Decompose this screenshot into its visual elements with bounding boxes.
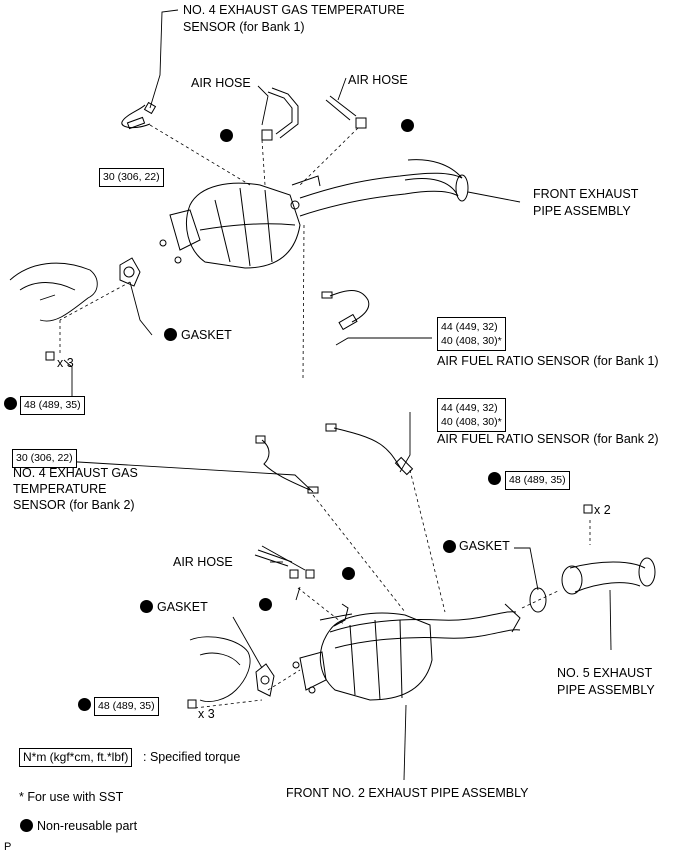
non-reusable-dot-gasket-2 bbox=[443, 540, 456, 553]
no4-sensor-bank2-label-l1: NO. 4 EXHAUST GAS bbox=[13, 466, 138, 480]
dashed-guides bbox=[59, 124, 591, 709]
corner-mark: P bbox=[4, 841, 12, 853]
front-no2-pipe-shape bbox=[292, 603, 521, 701]
air-hose-top-shapes bbox=[261, 87, 367, 141]
torque-48-right: 48 (489, 35) bbox=[505, 471, 570, 490]
front-exhaust-pipe-label-l1: FRONT EXHAUST bbox=[533, 187, 639, 201]
torque-44-bank1-l1: 44 (449, 32) bbox=[441, 321, 498, 333]
gasket-label-3: GASKET bbox=[157, 600, 208, 614]
legend-sst-note: * For use with SST bbox=[19, 790, 124, 804]
non-reusable-dot-6 bbox=[259, 598, 272, 611]
legend-unit-text: : Specified torque bbox=[143, 750, 241, 764]
non-reusable-dot-5 bbox=[342, 567, 355, 580]
air-hose-label-1: AIR HOSE bbox=[191, 76, 251, 90]
non-reusable-dot-2 bbox=[401, 119, 414, 132]
air-hose-label-2: AIR HOSE bbox=[348, 73, 408, 87]
no4-sensor-bank1-shape bbox=[121, 101, 157, 130]
af-sensor-bank2-shape bbox=[325, 423, 414, 476]
legend-non-reusable-dot bbox=[20, 819, 33, 832]
gasket-right-shape bbox=[529, 587, 547, 613]
gasket-label-1: GASKET bbox=[181, 328, 232, 342]
front-exhaust-pipe-label-l2: PIPE ASSEMBLY bbox=[533, 204, 631, 218]
air-hose-bottom-shapes bbox=[254, 545, 315, 579]
no4-sensor-bank1-label-l1: NO. 4 EXHAUST GAS TEMPERATURE bbox=[183, 3, 405, 17]
af-sensor-bank2-label: AIR FUEL RATIO SENSOR (for Bank 2) bbox=[437, 432, 659, 446]
no4-sensor-bank2-label-l3: SENSOR (for Bank 2) bbox=[13, 498, 135, 512]
torque-44-bank2: 44 (449, 32) 40 (408, 30)* bbox=[437, 398, 506, 432]
gasket-top-shape bbox=[119, 257, 141, 287]
gasket-label-2: GASKET bbox=[459, 539, 510, 553]
manifold-bottom-shape bbox=[189, 636, 251, 702]
no5-pipe-label-l2: PIPE ASSEMBLY bbox=[557, 683, 655, 697]
torque-30-bank2: 30 (306, 22) bbox=[12, 449, 77, 468]
x2-label: x 2 bbox=[594, 503, 611, 517]
no4-sensor-bank2-label-l2: TEMPERATURE bbox=[13, 482, 107, 496]
nut-right-shape bbox=[583, 504, 593, 514]
no4-sensor-bank2-shape bbox=[255, 435, 319, 494]
torque-44-bank1: 44 (449, 32) 40 (408, 30)* bbox=[437, 317, 506, 351]
af-sensor-bank1-label: AIR FUEL RATIO SENSOR (for Bank 1) bbox=[437, 354, 659, 368]
af-sensor-bank1-shape bbox=[321, 290, 370, 331]
leader-lines bbox=[27, 9, 612, 781]
manifold-top-shape bbox=[9, 262, 98, 322]
non-reusable-dot-7 bbox=[78, 698, 91, 711]
gasket-bottom-shape bbox=[255, 663, 275, 697]
non-reusable-dot-1 bbox=[220, 129, 233, 142]
non-reusable-dot-gasket-1 bbox=[164, 328, 177, 341]
non-reusable-dot-4 bbox=[488, 472, 501, 485]
legend-unit-box: N*m (kgf*cm, ft.*lbf) bbox=[19, 748, 133, 767]
no5-pipe-label-l1: NO. 5 EXHAUST bbox=[557, 666, 653, 680]
torque-44-bank1-l2: 40 (408, 30)* bbox=[441, 335, 502, 347]
torque-44-bank2-l1: 44 (449, 32) bbox=[441, 402, 498, 414]
no5-pipe-shape bbox=[561, 557, 656, 595]
torque-48-bottom: 48 (489, 35) bbox=[94, 697, 159, 716]
front-no2-pipe-label: FRONT NO. 2 EXHAUST PIPE ASSEMBLY bbox=[286, 786, 529, 800]
legend-non-reusable-text: Non-reusable part bbox=[37, 819, 138, 833]
nut-bottom-shape bbox=[187, 699, 197, 709]
air-hose-label-3: AIR HOSE bbox=[173, 555, 233, 569]
x3-top-label: x 3 bbox=[57, 356, 74, 370]
no4-sensor-bank1-label-l2: SENSOR (for Bank 1) bbox=[183, 20, 305, 34]
nut-top-shape bbox=[45, 351, 55, 361]
front-exhaust-pipe-top-shape bbox=[159, 159, 469, 269]
torque-30-bank1: 30 (306, 22) bbox=[99, 168, 164, 187]
torque-48-top: 48 (489, 35) bbox=[20, 396, 85, 415]
x3-bottom-label: x 3 bbox=[198, 707, 215, 721]
torque-44-bank2-l2: 40 (408, 30)* bbox=[441, 416, 502, 428]
non-reusable-dot-3 bbox=[4, 397, 17, 410]
non-reusable-dot-gasket-3 bbox=[140, 600, 153, 613]
